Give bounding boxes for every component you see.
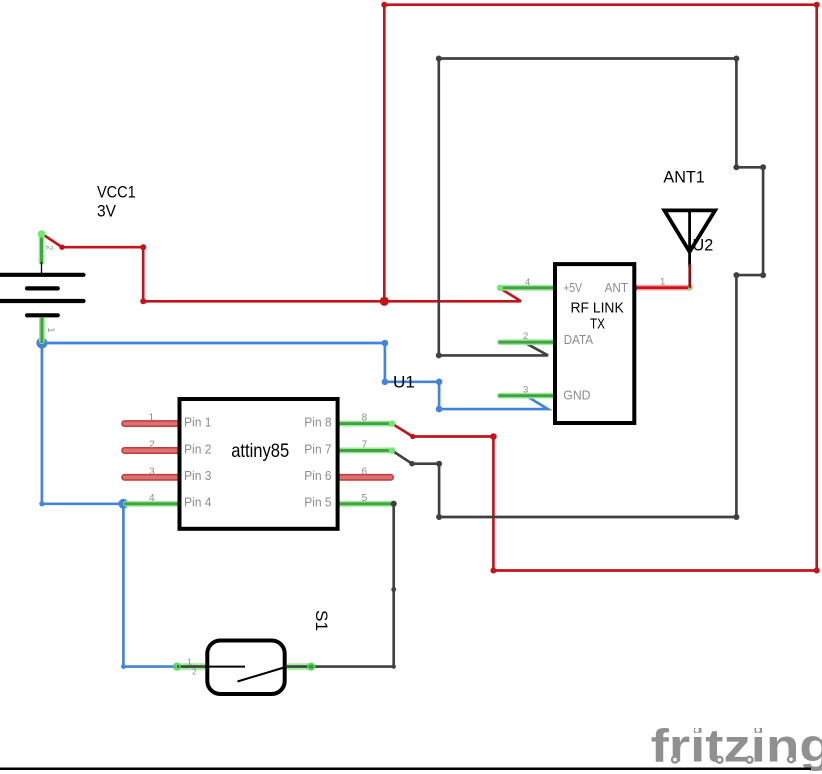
svg-text:Pin 7: Pin 7 (304, 441, 331, 456)
svg-text:GND: GND (563, 388, 590, 403)
svg-text:4: 4 (149, 493, 155, 504)
svg-text:DATA: DATA (564, 332, 593, 347)
svg-text:Pin 3: Pin 3 (184, 468, 212, 483)
svg-text:2: 2 (192, 667, 197, 677)
svg-text:3V: 3V (97, 202, 116, 220)
svg-text:3: 3 (149, 466, 155, 477)
svg-text:U2: U2 (693, 237, 714, 255)
svg-text:fritzing: fritzing (651, 719, 822, 771)
svg-text:6: 6 (362, 466, 368, 477)
svg-text:Pin 5: Pin 5 (304, 495, 331, 510)
svg-text:1: 1 (187, 657, 192, 667)
svg-text:Pin 1: Pin 1 (184, 414, 212, 429)
svg-text:Pin 8: Pin 8 (304, 414, 331, 429)
svg-text:1: 1 (46, 328, 56, 333)
svg-text:3: 3 (523, 385, 528, 396)
svg-text:Pin 2: Pin 2 (184, 441, 212, 456)
svg-text:U1: U1 (393, 373, 415, 391)
svg-text:RF LINK: RF LINK (571, 299, 624, 316)
svg-text:1: 1 (660, 277, 665, 288)
svg-text:5: 5 (362, 493, 368, 504)
svg-text:2: 2 (44, 245, 54, 250)
svg-text:4: 4 (525, 277, 530, 288)
svg-text:ANT1: ANT1 (663, 169, 704, 187)
svg-text:attiny85: attiny85 (231, 440, 289, 462)
svg-text:VCC1: VCC1 (97, 183, 136, 201)
svg-text:Pin 4: Pin 4 (184, 495, 212, 510)
svg-text:8: 8 (362, 413, 368, 424)
svg-text:+5V: +5V (563, 280, 582, 295)
svg-text:ANT: ANT (605, 280, 628, 295)
svg-text:7: 7 (362, 440, 368, 451)
svg-text:1: 1 (149, 413, 155, 424)
svg-text:TX: TX (590, 316, 605, 333)
svg-text:Pin 6: Pin 6 (304, 468, 331, 483)
svg-text:S1: S1 (312, 610, 330, 631)
svg-text:2: 2 (149, 440, 155, 451)
svg-text:2: 2 (523, 331, 528, 342)
